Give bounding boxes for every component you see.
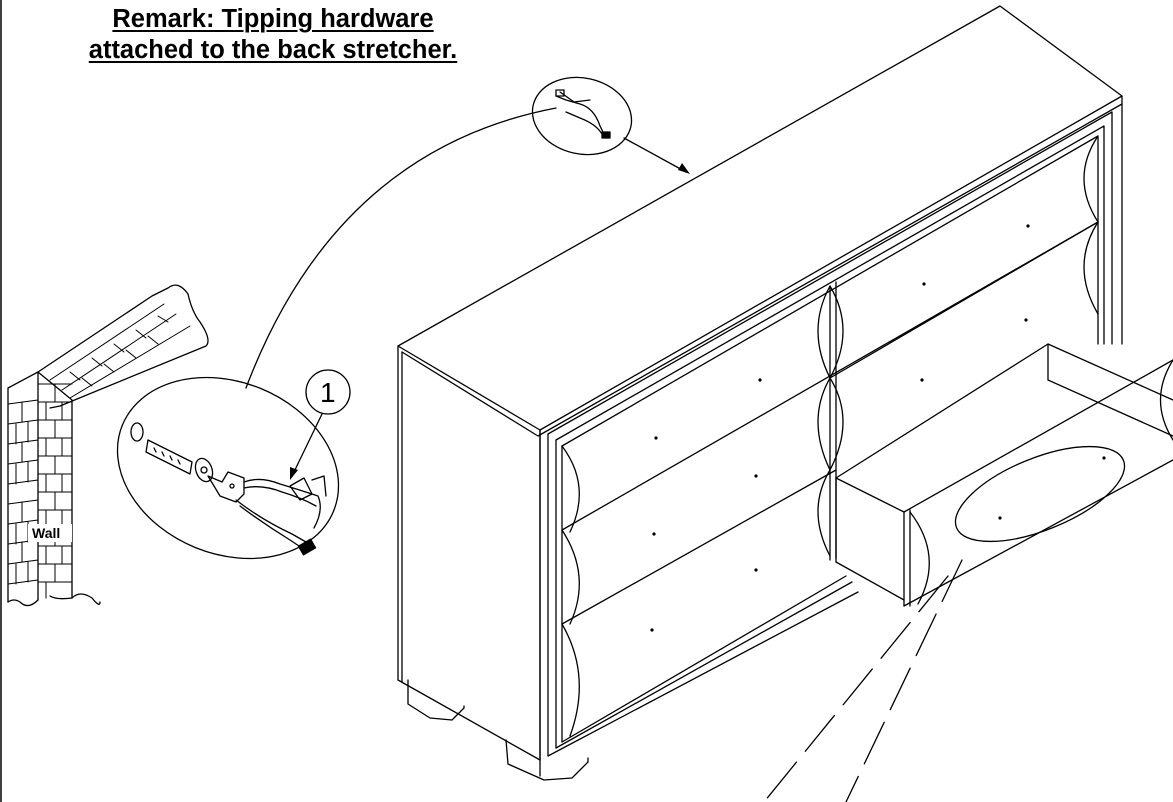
brick-wall-icon: Wall xyxy=(7,284,209,607)
arrowhead-icon xyxy=(290,467,298,480)
remark-line-2: attached to the back stretcher. xyxy=(88,36,458,64)
remark-heading: Remark: Tipping hardware attached to the… xyxy=(28,4,518,66)
hardware-detail xyxy=(116,376,340,560)
dresser-drawing xyxy=(397,5,1173,781)
arrowhead-icon xyxy=(678,163,690,174)
callout-arc xyxy=(245,107,557,389)
tipping-strap-icon xyxy=(531,76,633,156)
pointer-arrow-left xyxy=(291,413,323,477)
wall-label: Wall xyxy=(32,525,60,541)
dashed-sight-lines xyxy=(763,559,963,802)
pointer-arrow-top xyxy=(623,137,687,173)
callout-number: 1 xyxy=(320,377,336,408)
callout-circle xyxy=(305,369,351,415)
remark-line-1: Remark: Tipping hardware xyxy=(112,5,434,33)
